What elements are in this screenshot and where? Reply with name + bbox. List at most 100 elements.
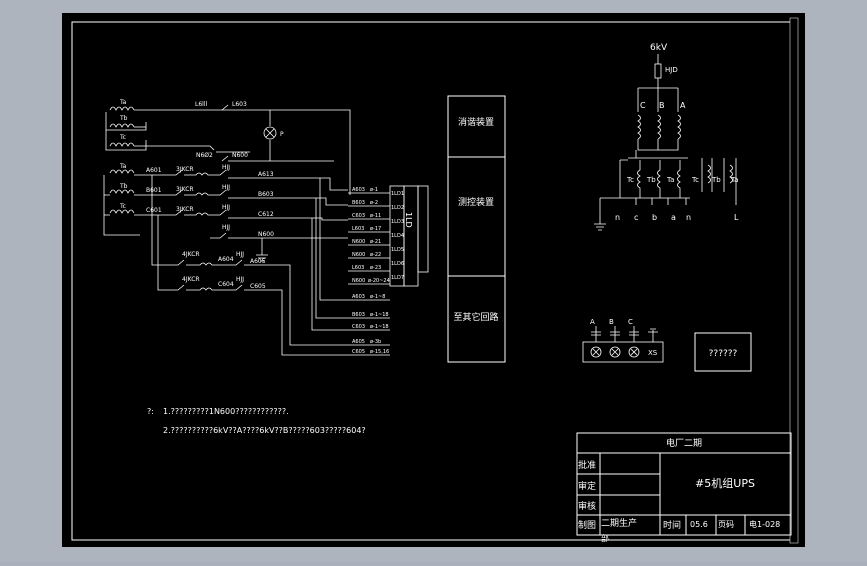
tb-mid-label-8: ø-20~24 [368,278,390,284]
indicator-xs-label: XS [648,349,658,357]
title-main: #5机组UPS [695,476,755,490]
right-label-n: N600 [258,231,274,238]
title-block: 电厂二期 #5机组UPS 批准 审定 审核 制图 二期生产 部 时间 05.6 … [576,432,792,543]
mid-label-a: A601 [146,167,162,174]
ct2-label-b: Tb [119,183,128,190]
pt-fuse-label: HJD [665,66,678,74]
lower-wire-label-c605: C605 [250,283,266,290]
pt-phase-c: C [640,101,646,110]
phase-indicator: A B C XS [582,318,664,363]
bottom-wire-label-4: A605 [352,339,365,345]
meter-p-label: P [280,131,284,138]
tb-left-label-7: L603 [352,265,364,271]
pt-secondary2-c: Tc [691,176,699,184]
title-maker-suffix: 部 [601,533,609,543]
title-maker: 二期生产 [601,517,637,529]
tb-left-label-3: C603 [352,213,365,219]
top-wire-label-2: L603 [232,101,247,108]
pt-secondary-a: Ta [666,176,674,184]
lower-fuse-label-2: HJJ [236,276,244,283]
bottom-wire-label-1: A603 [352,294,365,300]
drawing-sheet [62,13,805,547]
pt-diagram: 6kV HJD C B A Tc Tb Ta Tc Tb Ta n c b a … [594,43,739,231]
ct1-label-b: Tb [119,115,128,122]
lower-wire-label-a604: A604 [218,256,234,263]
tb-mid-label-6: ø-22 [370,252,381,258]
tb-right-label-1: 1LD1 [391,191,404,197]
mid-label-c: C601 [146,207,162,214]
fuse-label-1: HJJ [222,164,230,171]
right-label-a: A613 [258,171,274,178]
ct2-label-a: Ta [119,163,127,170]
pt-terminal-a: a [671,213,676,222]
title-row-draw: 制图 [578,519,596,531]
ct1-label-c: Tc [119,134,126,141]
lower-switch-label-1: 4JKCR [182,251,200,258]
ct-group-2: Ta Tb Tc [103,163,140,236]
title-row-verify: 审定 [578,480,596,492]
pt-secondary2-a: Ta [730,176,738,184]
tb-left-label-6: N600 [352,252,365,258]
tb-mid-label-2: ø-2 [370,200,378,206]
device-box-harmonic: 消谐装置 [458,116,494,128]
pt-secondary-c: Tc [626,176,634,184]
fuse-label-3: HJJ [222,204,230,211]
pt-terminal-n2: n [686,213,691,222]
ct2-label-c: Tc [119,203,126,210]
tb-left-label-4: L603 [352,226,364,232]
pt-terminal-l: L [734,213,739,222]
tb-left-label-5: N600 [352,239,365,245]
tb-left-label-2: B603 [352,200,365,206]
indicator-phase-b: B [609,318,614,326]
bottom-wire-label-2: B603 [352,312,365,318]
notes-line-1: 1.?????????1N600????????????. [163,407,289,416]
device-boxes: 消谐装置 测控装置 至其它回路 [447,95,506,363]
bottom-wire-term-1: ø-1~8 [370,294,385,300]
switch-label-1: 3JKCR [176,166,194,173]
mid-label-b: B601 [146,187,162,194]
title-time-label: 时间 [663,519,681,531]
fuse-label-4: HJJ [222,224,230,231]
lower-wire-label-c604: C604 [218,281,234,288]
fuse-label-2: HJJ [222,184,230,191]
device-box-other: 至其它回路 [453,311,498,323]
pt-secondary2-b: Tb [711,176,721,184]
tb-mid-label-5: ø-21 [370,239,381,245]
title-time-value: 05.6 [690,520,708,529]
bottom-wire-label-5: C605 [352,349,365,355]
pt-voltage-label: 6kV [650,43,668,53]
title-row-review: 审核 [578,500,596,512]
lower-switch-label-2: 4JKCR [182,276,200,283]
tb-right-label-2: 1LD2 [391,205,404,211]
bottom-wire-term-4: ø-3b [370,339,381,345]
sheet-right-edge [789,17,799,544]
tb-mid-label-7: ø-23 [370,265,381,271]
meter-p-symbol [263,126,277,140]
indicator-phase-a: A [590,318,595,326]
ct1-label-a: Ta [119,99,127,106]
tb-mid-label-4: ø-17 [370,226,381,232]
terminal-block: A603 B603 C603 L603 N600 N600 L603 N600 … [348,185,429,287]
title-project: 电厂二期 [666,437,702,449]
top-wire-label-1: L6lll [195,101,207,108]
tb-right-label-4: 1LD4 [391,233,404,239]
n-wire-label-2: N600 [232,152,248,159]
tb-mid-label-3: ø-11 [370,213,381,219]
switch-label-2: 3JKCR [176,186,194,193]
left-circuit: Ta Tb Tc L6lll L603 N6Ø2 N600 P Ta Tb Tc [103,99,351,356]
tb-right-label-3: 1LD3 [391,219,404,225]
pt-terminal-n: n [615,213,620,222]
lower-fuse-label-1: HJJ [236,251,244,258]
bottom-wire-term-2: ø-1~18 [370,312,389,318]
pt-terminal-c: c [634,213,638,222]
pt-phase-a: A [680,101,686,110]
device-box-measure: 测控装置 [458,196,494,208]
tb-right-label-5: 1LD5 [391,247,404,253]
title-page-value: 电1-028 [749,519,780,529]
bottom-wire-label-3: C603 [352,324,365,330]
question-box [694,332,752,372]
switch-label-3: 3JKCR [176,206,194,213]
title-page-label: 页码 [718,520,734,529]
